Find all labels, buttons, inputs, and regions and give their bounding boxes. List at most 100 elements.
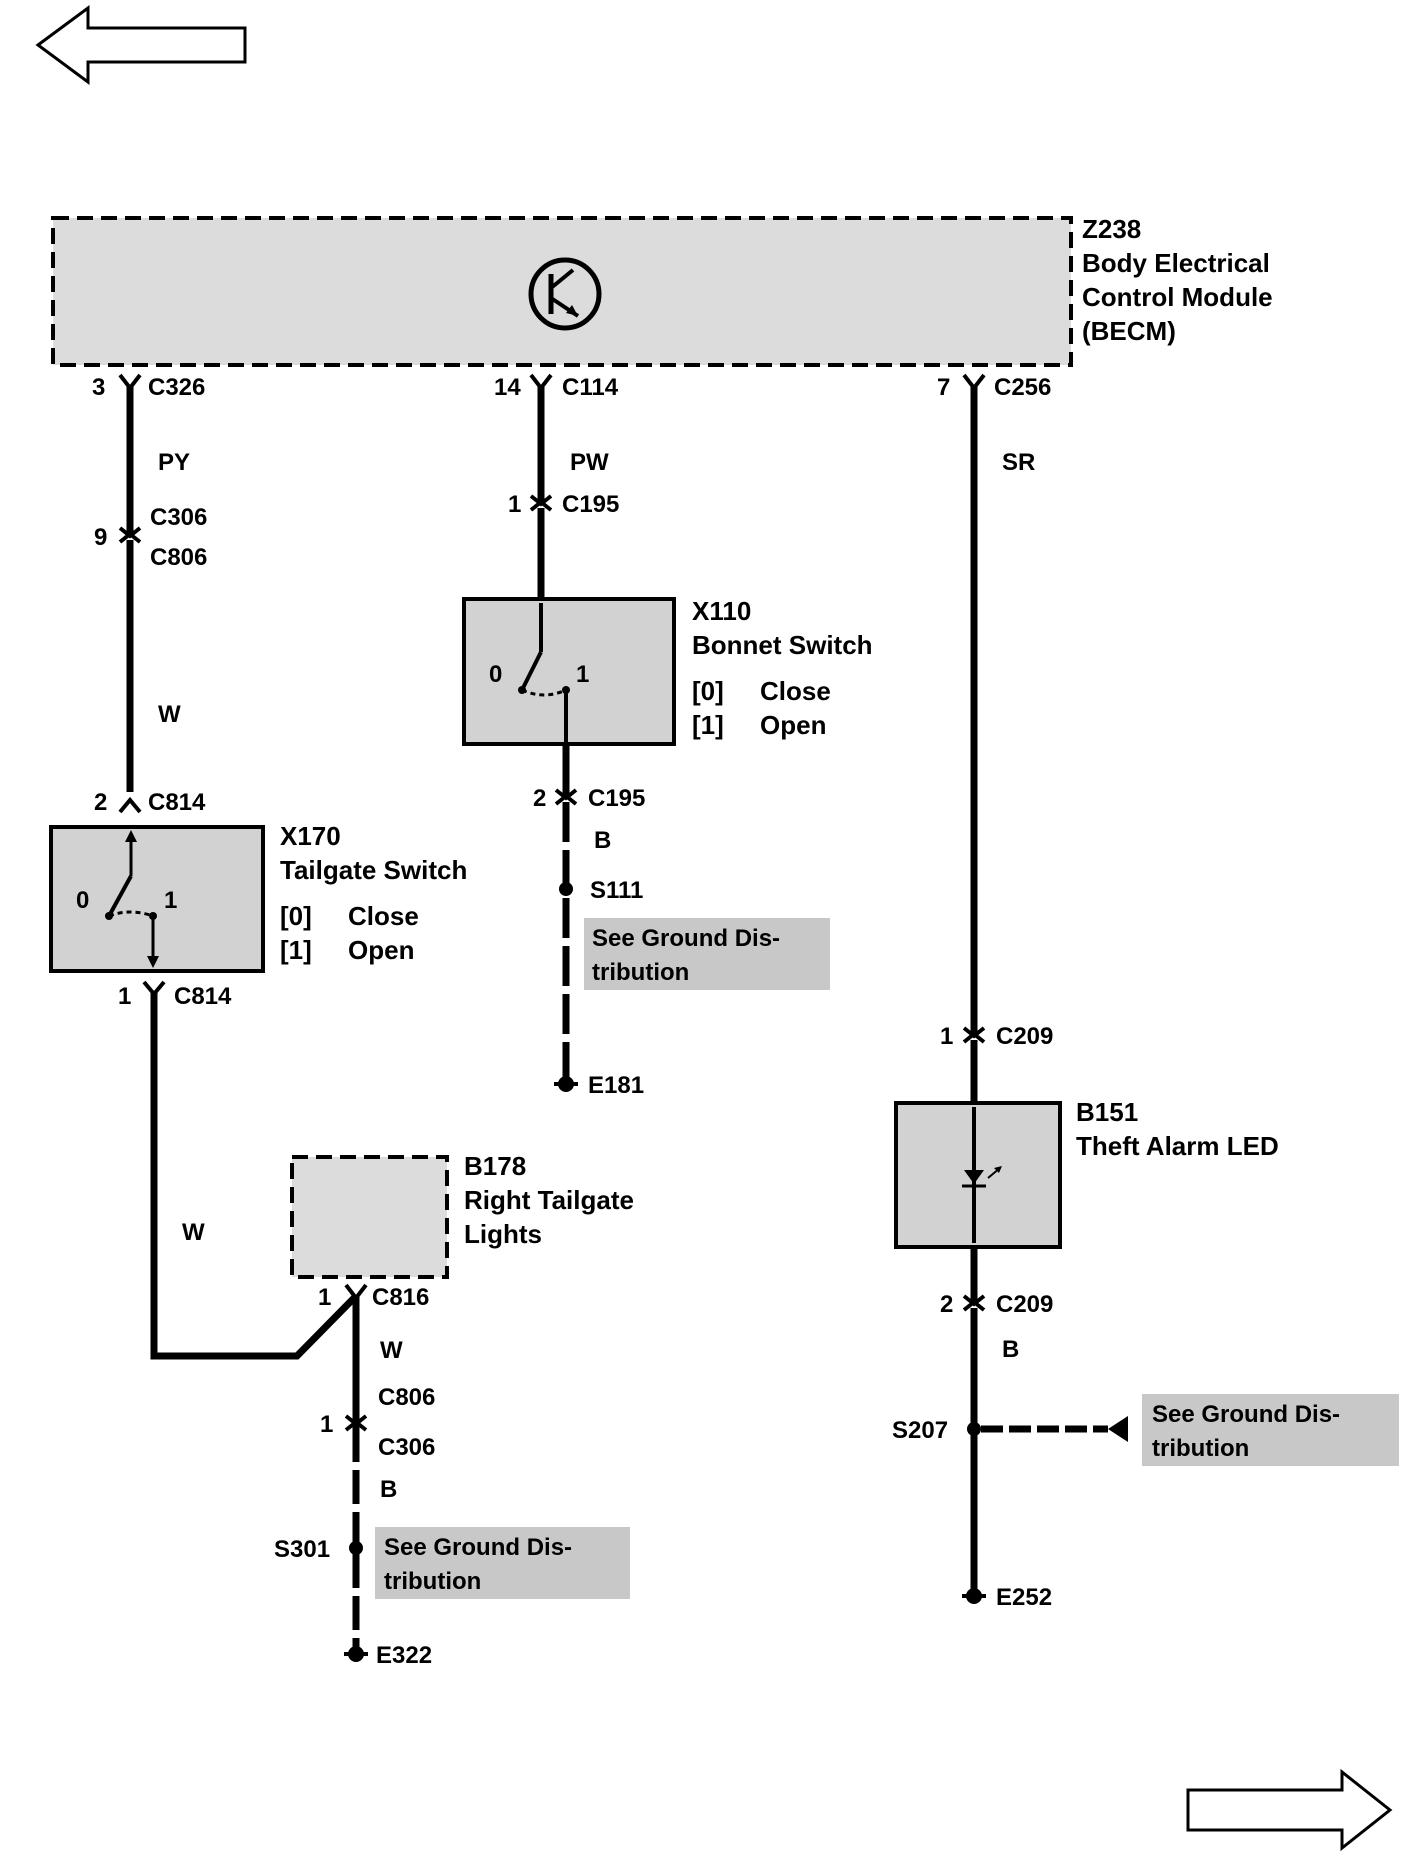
becm-module: Z238 Body Electrical Control Module (BEC… [51,214,1273,367]
wire-color: W [380,1337,403,1364]
ground-label: E181 [588,1072,644,1099]
pin-number: 1 [320,1411,333,1438]
connector-symbol [118,796,142,814]
bonnet-state0: Close [760,676,831,706]
connector-label: C209 [996,1291,1053,1318]
bonnet-state0-key: [0] [692,676,724,706]
theft-led-component[interactable] [894,1101,1062,1249]
tailgate-switch[interactable]: 0 1 [49,825,265,973]
ground-icon [554,1076,578,1092]
inline-connector-icon [554,788,578,806]
becm-box [51,216,1073,367]
wire-color: PY [158,449,190,476]
ground-reference-line1: See Ground Dis- [592,925,780,952]
bonnet-switch-name: Bonnet Switch [692,630,873,660]
pin-number: 2 [940,1291,953,1318]
inline-connector-icon [344,1414,368,1432]
connector-label: C326 [148,374,205,401]
tailgate-switch-id: X170 [280,821,341,851]
arrow-left-icon[interactable] [35,5,247,85]
ground-reference-link[interactable]: See Ground Dis- tribution [584,918,830,990]
tailgate-lights-name-line1: Right Tailgate [464,1185,634,1215]
wire-color: W [158,701,181,728]
inline-connector-icon [962,1294,986,1312]
transistor-icon [528,257,602,331]
tailgate-state0: Close [348,901,419,931]
pin-number: 7 [937,374,950,401]
ground-reference-line2: tribution [592,959,689,986]
pin-number: 1 [318,1284,331,1311]
wire-segment[interactable] [150,992,359,1360]
arrow-right-icon[interactable] [1186,1768,1393,1852]
connector-label: C195 [588,785,645,812]
wire-color: B [594,827,611,854]
splice-icon [559,882,573,896]
tailgate-switch-name: Tailgate Switch [280,855,467,885]
pin-number: 9 [94,524,107,551]
splice-icon [349,1541,363,1555]
pin-number: 3 [92,374,105,401]
bonnet-circuit: 14 C114 PW 1 C195 0 1 X110 Bonnet Switch [462,373,873,1099]
pin-number: 1 [118,983,131,1010]
tailgate-state0-key: [0] [280,901,312,931]
ground-icon [344,1646,368,1662]
inline-connector-icon [962,1026,986,1044]
theft-led-name: Theft Alarm LED [1076,1131,1279,1161]
ground-reference-line1: See Ground Dis- [1152,1401,1340,1428]
ground-reference-line2: tribution [1152,1435,1249,1462]
becm-name-line3: (BECM) [1082,316,1176,346]
switch-position-0: 0 [489,661,502,688]
ground-reference-link[interactable]: See Ground Dis- tribution [375,1527,630,1599]
switch-position-0: 0 [76,887,89,914]
wire-color: PW [570,449,609,476]
tailgate-circuit: 3 C326 PY 9 C306 C806 W 2 C814 [49,373,634,1669]
connector-label: C806 [150,544,207,571]
splice-label: S301 [274,1536,330,1563]
connector-label: C256 [994,374,1051,401]
theft-led-circuit: 7 C256 SR 1 C209 B151 Theft Alarm LED [892,373,1399,1611]
connector-label: C114 [562,374,619,401]
arrow-icon [1108,1416,1128,1442]
splice-label: S111 [590,877,643,904]
becm-id: Z238 [1082,214,1141,244]
switch-icon [105,830,159,968]
bonnet-switch[interactable]: 0 1 [462,597,676,746]
pin-number: 2 [533,785,546,812]
tailgate-state1: Open [348,935,414,965]
pin-number: 14 [494,374,521,401]
splice-label: S207 [892,1417,948,1444]
ground-reference-line1: See Ground Dis- [384,1534,572,1561]
switch-icon [518,603,570,742]
pin-number: 2 [94,789,107,816]
wire-color: B [1002,1336,1019,1363]
connector-label: C306 [378,1434,435,1461]
switch-position-1: 1 [576,661,589,688]
bonnet-state1: Open [760,710,826,740]
ground-reference-box [584,918,830,990]
connector-label: C209 [996,1023,1053,1050]
ground-reference-box [375,1527,630,1599]
inline-connector-icon [529,494,553,512]
theft-led-id: B151 [1076,1097,1138,1127]
connector-label: C814 [174,983,232,1010]
wire-color: W [182,1219,205,1246]
becm-name-line2: Control Module [1082,282,1273,312]
ground-label: E322 [376,1642,432,1669]
connector-label: C806 [378,1384,435,1411]
wire-color: B [380,1476,397,1503]
connector-label: C195 [562,491,619,518]
ground-reference-box [1142,1394,1399,1466]
bonnet-state1-key: [1] [692,710,724,740]
ground-reference-link[interactable]: See Ground Dis- tribution [1142,1394,1399,1466]
tailgate-state1-key: [1] [280,935,312,965]
tailgate-lights-box[interactable] [290,1155,449,1279]
tailgate-switch-box [49,825,265,973]
bonnet-switch-id: X110 [692,596,751,626]
tailgate-lights-name-line2: Lights [464,1219,542,1249]
pin-number: 1 [940,1023,953,1050]
ground-icon [962,1588,986,1604]
connector-label: C814 [148,789,206,816]
led-icon [962,1166,1002,1188]
ground-label: E252 [996,1584,1052,1611]
